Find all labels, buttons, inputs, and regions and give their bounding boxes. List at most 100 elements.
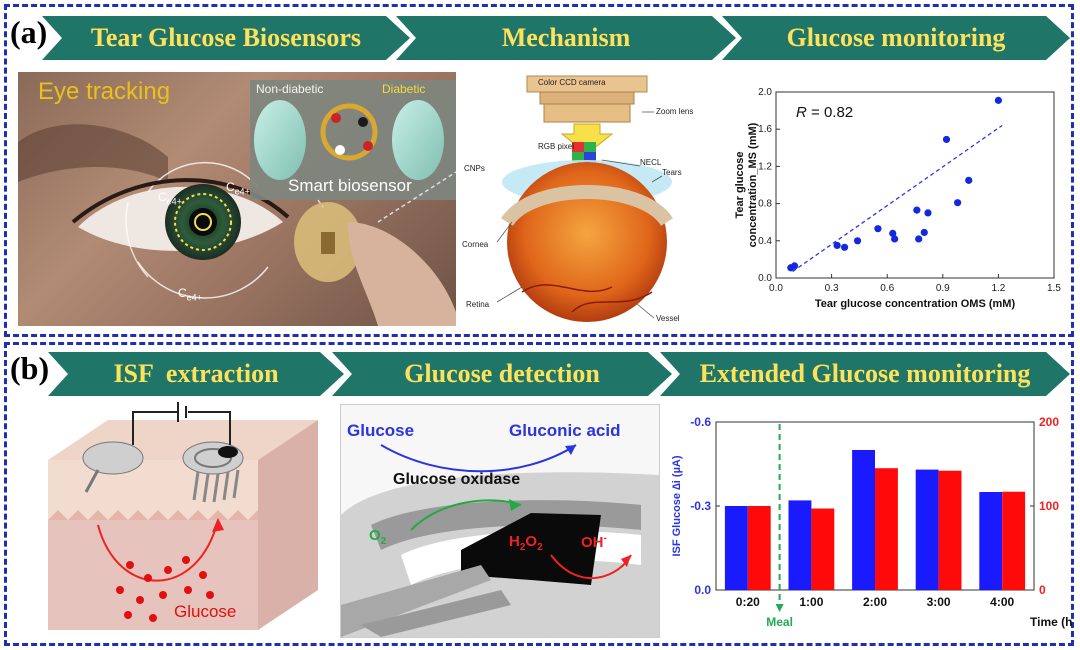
panel-a <box>4 4 1074 337</box>
bar-red <box>747 506 771 590</box>
banner-glucose-monitoring: Glucose monitoring <box>722 16 1070 60</box>
scatter-y-tick-label: 0.8 <box>758 199 772 210</box>
bar-chart: 0:20 1:00 2:00 3:00 4:00 0.0 -0.3 -0.6 0 100 200Me… <box>671 415 1072 629</box>
cornea-label: Cornea <box>462 240 489 249</box>
scatter-x-tick-label: 0.9 <box>936 283 950 294</box>
bar-blue <box>852 450 875 590</box>
ce4-label-3: Ce4+ <box>178 286 202 303</box>
necl-label: NECL <box>640 158 662 167</box>
scatter-fit-line <box>792 124 1003 273</box>
panel-a-label: (a) <box>10 14 48 50</box>
scatter-y-tick-label: 1.2 <box>758 161 772 172</box>
tears-label: Tears <box>662 168 682 177</box>
zoom-lens-label: Zoom lens <box>656 107 694 116</box>
bar-blue <box>724 506 748 590</box>
scatter-point <box>790 262 799 270</box>
detection-illustration <box>341 444 659 637</box>
bar-x-tick-label: 1:00 <box>799 595 823 609</box>
diabetic-label: Diabetic <box>382 82 426 96</box>
bar-blue <box>915 469 939 590</box>
bar-x-tick-label: 2:00 <box>863 595 887 609</box>
scatter-x-tick-label: 1.5 <box>1047 283 1061 294</box>
scatter-y-tick-label: 0.4 <box>758 236 772 247</box>
banner-extended-glucose-monitoring: Extended Glucose monitoring <box>660 352 1070 396</box>
isf-extraction-image: Glucose <box>38 400 328 638</box>
eye-illustration <box>18 80 456 326</box>
scatter-y-tick-label: 1.6 <box>758 124 772 135</box>
retina-label: Retina <box>466 300 490 309</box>
bar-x-tick-label: 4:00 <box>990 595 1014 609</box>
scatter-x-tick-label: 1.2 <box>991 283 1005 294</box>
scatter-y-axis-label-line2: concentration_MS (mM) <box>747 122 759 247</box>
isf-glucose-label: Glucose <box>174 602 237 621</box>
scatter-point <box>853 237 862 245</box>
bar-red <box>1002 491 1026 590</box>
h2o2-label: H2O2 <box>509 533 543 553</box>
bar-left-tick-label: -0.3 <box>690 499 711 513</box>
banner-isf-extraction: ISF extraction <box>48 352 344 396</box>
scatter-point <box>915 235 923 243</box>
non-diabetic-label: Non-diabetic <box>256 82 324 96</box>
scatter-y-tick-label: 2.0 <box>758 87 772 98</box>
bar-left-axis-label: ISF Glucose ∆i (µA) <box>671 455 683 556</box>
scatter-point <box>833 241 841 250</box>
bar-x-tick-label: 0:20 <box>736 595 760 609</box>
bar-right-tick-label: 0 <box>1039 583 1046 597</box>
scatter-chart-container: 0.0 0.3 0.6 0.9 1.2 1.5 0.0 0.4 0.8 1.2 1.6 2.0 R = … <box>730 84 1070 320</box>
ce4-label-1: Ce4+ <box>158 190 182 207</box>
bar-x-tick-label: 3:00 <box>927 595 951 609</box>
bar-blue <box>979 492 1003 590</box>
panel-b <box>4 342 1074 646</box>
bar-blue <box>788 500 812 590</box>
glucose-detection-image: Glucose Gluconic acid Glucose oxidase O2… <box>340 404 660 638</box>
bar-left-tick-label: 0.0 <box>694 583 711 597</box>
scatter-x-tick-label: 0.0 <box>769 283 783 294</box>
scatter-point <box>874 225 882 233</box>
scatter-point <box>891 235 899 243</box>
bar-x-axis-label: Time (h <box>1030 615 1072 629</box>
mechanism-image: Color CCD camera Zoom lens RGB pixel CNP… <box>462 72 712 326</box>
banner-tear-glucose-biosensors: Tear Glucose Biosensors <box>42 16 410 60</box>
o2-label: O2 <box>369 527 387 547</box>
scatter-plot-frame <box>775 91 1055 279</box>
detection-glucose-label: Glucose <box>347 421 415 440</box>
scatter-point <box>942 135 951 144</box>
rgb-pixel-label: RGB pixel <box>538 142 575 151</box>
bar-right-tick-label: 100 <box>1039 499 1059 513</box>
scatter-point <box>965 176 973 184</box>
scatter-point <box>920 228 928 237</box>
ce4-label-2: Ce4+ <box>226 180 250 197</box>
scatter-x-tick-label: 0.3 <box>825 283 839 294</box>
bar-red <box>938 470 962 590</box>
scatter-point <box>924 209 932 217</box>
scatter-chart: 0.0 0.3 0.6 0.9 1.2 1.5 0.0 0.4 0.8 1.2 1.6 2.0 R = … <box>734 87 1061 310</box>
eye-tracking-title: Eye tracking <box>38 78 171 105</box>
scatter-x-tick-label: 0.6 <box>880 283 894 294</box>
scatter-x-axis-label: Tear glucose concentration OMS (mM) <box>815 298 1016 310</box>
smart-biosensor-label: Smart biosensor <box>288 176 412 195</box>
scatter-y-tick-label: 0.0 <box>758 273 772 284</box>
scatter-point <box>954 199 962 207</box>
scatter-point <box>994 96 1002 104</box>
scatter-point <box>889 229 897 237</box>
scatter-y-axis-label-line1: Tear glucose <box>734 151 746 218</box>
bar-left-tick-label: -0.6 <box>690 415 711 429</box>
banner-mechanism: Mechanism <box>396 16 736 60</box>
cnps-label: CNPs <box>464 164 485 173</box>
oh-label: OH- <box>581 533 607 551</box>
meal-label: Meal <box>766 615 793 629</box>
panel-b-label: (b) <box>10 350 50 386</box>
isf-illustration <box>48 402 318 630</box>
meal-arrow <box>775 604 784 612</box>
gluconic-acid-label: Gluconic acid <box>509 421 621 440</box>
bar-right-tick-label: 200 <box>1039 415 1059 429</box>
bar-red <box>875 468 898 590</box>
glucose-oxidase-label: Glucose oxidase <box>393 471 521 488</box>
scatter-r-annotation: R = 0.82 <box>796 104 853 121</box>
vessel-label: Vessel <box>656 314 680 323</box>
scatter-point <box>840 243 849 251</box>
eye-tracking-image: Eye tracking Non-diabetic Diabetic Smart… <box>18 72 456 326</box>
banner-glucose-detection: Glucose detection <box>332 352 672 396</box>
ccd-camera-label: Color CCD camera <box>538 78 606 87</box>
